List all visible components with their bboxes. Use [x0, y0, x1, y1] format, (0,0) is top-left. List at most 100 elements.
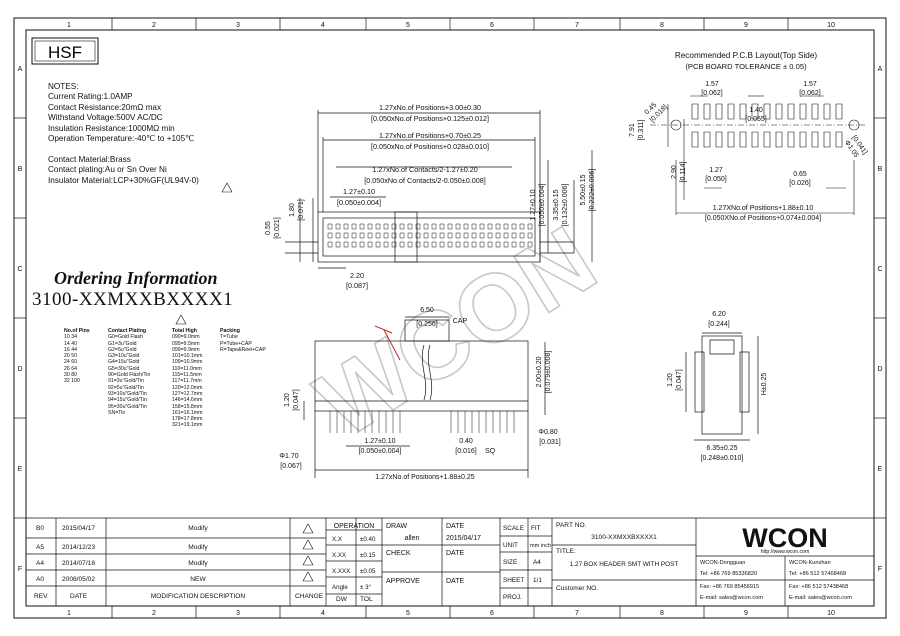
packing-item: R=Tape&Reel+CAP	[220, 346, 266, 353]
high-item: 099=9.9mm	[172, 346, 200, 353]
col-label: 7	[575, 22, 579, 29]
plating-item: G5=30u"Gold	[108, 365, 140, 372]
note-line: Withstand Voltage:500V AC/DC	[48, 113, 163, 123]
plating-item: 90=Gold Flash/Tin	[108, 372, 151, 379]
col-label: 8	[660, 22, 664, 29]
note-line: Insulator Material:LCP+30%GF(UL94V-0)	[48, 175, 199, 185]
col-label: 6	[490, 22, 494, 29]
high-item: 120=12.0mm	[172, 384, 203, 391]
packing-header: Packing	[220, 328, 240, 334]
packing-item: P=Tube+CAP	[220, 340, 252, 347]
title-block-grid	[26, 517, 874, 606]
note-line: Current Rating:1.0AMP	[48, 92, 133, 102]
col-label: 1	[67, 610, 71, 617]
row-label: D	[17, 366, 22, 373]
high-item: 117=11.7mm	[172, 378, 202, 385]
row-label: B	[878, 166, 883, 173]
col-label: 5	[406, 22, 410, 29]
high-item: 109=10.9mm	[172, 359, 203, 366]
high-item: 110=11.0mm	[172, 365, 202, 372]
pcb-layout	[650, 95, 866, 215]
col-label: 7	[575, 610, 579, 617]
ordering-title: Ordering Information	[54, 268, 218, 288]
col-label: 8	[660, 610, 664, 617]
row-label: B	[18, 166, 23, 173]
row-label: F	[878, 566, 882, 573]
col-label: 3	[236, 22, 240, 29]
notes: NOTES: Current Rating:1.0AMP Contact Res…	[48, 82, 199, 186]
watermark: WCON	[299, 206, 613, 458]
high-item: 178=17.8mm	[172, 416, 203, 423]
plating-item: 91=3u"Gold/Tin	[108, 378, 144, 385]
packing-item: T=Tube	[220, 334, 238, 341]
pins-item: 10 34	[64, 334, 77, 341]
plating-item: G1=3u"Gold	[108, 340, 137, 347]
top-view	[285, 110, 593, 269]
plating-item: G2=5u"Gold	[108, 346, 137, 353]
pins-item: 26 64	[64, 365, 77, 372]
row-label: A	[878, 66, 883, 73]
high-header: Total High	[172, 328, 197, 334]
high-item: 101=10.1mm	[172, 353, 203, 360]
plating-item: 95=30u"Gold/Tin	[108, 403, 147, 410]
high-item: 127=12.7mm	[172, 390, 203, 397]
high-item: 161=16.1mm	[172, 409, 203, 416]
pins-item: 30 80	[64, 372, 77, 379]
note-line: Contact plating:Au or Sn Over Ni	[48, 165, 167, 175]
high-item: 146=14.6mm	[172, 397, 203, 404]
note-line: Insulation Resistance:1000MΩ min	[48, 123, 175, 133]
pins-item: 32 100	[64, 378, 80, 385]
col-label: 2	[152, 610, 156, 617]
pins-item: 14 40	[64, 340, 77, 347]
notes-title: NOTES:	[48, 82, 79, 91]
col-label: 4	[321, 610, 325, 617]
plating-column: Contact Plating G0=Gold Flash G1=3u"Gold…	[108, 328, 150, 416]
plating-item: G3=10u"Gold	[108, 353, 140, 360]
note-line: Operation Temperature:-40℃ to +105℃	[48, 134, 195, 144]
col-label: 9	[744, 610, 748, 617]
row-label: E	[18, 466, 23, 473]
high-item: 095=9.5mm	[172, 340, 200, 347]
plating-item: SN=Tin	[108, 409, 126, 416]
packing-column: Packing T=Tube P=Tube+CAP R=Tape&Reel+CA…	[220, 328, 266, 353]
high-item: 115=11.5mm	[172, 372, 202, 379]
pins-item: 20 50	[64, 353, 77, 360]
pins-item: 24 60	[64, 359, 77, 366]
plating-item: 93=10u"Gold/Tin	[108, 390, 147, 397]
plating-item: 94=15u"Gold/Tin	[108, 397, 147, 404]
plating-item: G0=Gold Flash	[108, 334, 144, 341]
note-line: Contact Resistance:20mΩ max	[48, 102, 162, 112]
col-label: 10	[827, 22, 835, 29]
col-label: 9	[744, 22, 748, 29]
hsf-mark: HSF	[48, 43, 82, 62]
high-item: 090=9.0mm	[172, 334, 200, 341]
row-label: F	[18, 566, 22, 573]
high-item: 158=15.8mm	[172, 403, 203, 410]
col-label: 1	[67, 22, 71, 29]
company-logo: WCON	[742, 523, 827, 553]
plating-header: Contact Plating	[108, 328, 147, 334]
pins-column: No.of Pins 10 34 14 40 16 44 20 50 24 60…	[64, 328, 90, 385]
ordering-part-pattern: 3100-XXMXXBXXXX1	[32, 289, 234, 310]
col-label: 6	[490, 610, 494, 617]
pins-header: No.of Pins	[64, 328, 90, 334]
col-label: 5	[406, 610, 410, 617]
row-label: E	[878, 466, 883, 473]
col-label: 10	[827, 610, 835, 617]
col-label: 3	[236, 610, 240, 617]
note-line	[48, 144, 199, 154]
side-view	[685, 332, 759, 441]
note-line: Contact Material:Brass	[48, 154, 131, 164]
high-column: Total High 090=9.0mm 095=9.5mm 099=9.9mm…	[172, 328, 202, 429]
col-label: 4	[321, 22, 325, 29]
front-view	[303, 316, 546, 478]
col-label: 2	[152, 22, 156, 29]
row-label: D	[877, 366, 882, 373]
row-label: C	[17, 266, 22, 273]
plating-item: 92=5u"Gold/Tin	[108, 384, 144, 391]
row-label: C	[877, 266, 882, 273]
row-label: A	[18, 66, 23, 73]
plating-item: G4=15u"Gold	[108, 359, 140, 366]
pins-item: 16 44	[64, 346, 77, 353]
